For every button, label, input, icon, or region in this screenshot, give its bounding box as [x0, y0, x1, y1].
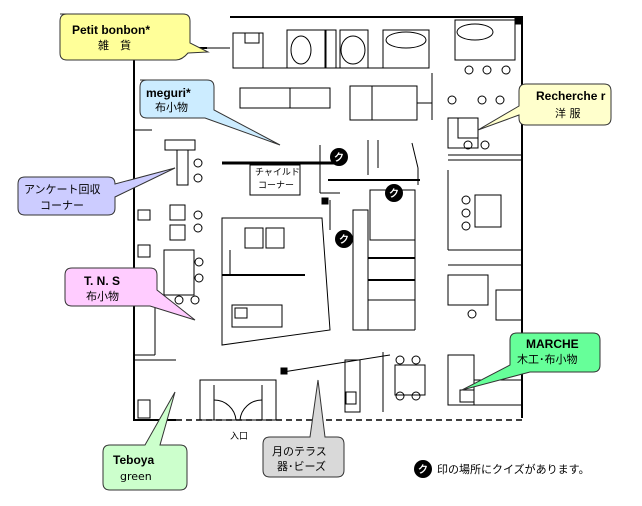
floor-plan: [133, 16, 523, 421]
callout-petit-bonbon-sub: 雑 貨: [98, 38, 131, 52]
quiz-marker-glyph: ク: [334, 152, 344, 164]
quiz-marker-1: ク: [330, 148, 348, 166]
callout-anketo-sub: コーナー: [40, 199, 84, 212]
quiz-marker-2: ク: [385, 184, 403, 202]
quiz-marker-glyph: ク: [339, 234, 349, 246]
quiz-legend: ク 印の場所にクイズがあります。: [414, 460, 590, 478]
callout-tns-sub: 布小物: [86, 289, 119, 303]
callout-teboya: Teboya green: [102, 391, 188, 491]
callout-anketo-title: アンケート回収: [24, 183, 101, 196]
callout-tns: T. N. S 布小物: [64, 267, 196, 321]
callout-petit-bonbon: Petit bonbon* 雑 貨: [59, 13, 210, 61]
child-corner-label-1: チャイルド: [255, 167, 300, 178]
callout-recherche-sub: 洋 服: [555, 106, 581, 120]
entrance-label: 入口: [230, 431, 248, 442]
callout-marche-sub: 木工･布小物: [517, 352, 578, 366]
child-corner-label-2: コーナー: [258, 180, 294, 191]
callout-anketo: アンケート回収 コーナー: [17, 167, 176, 216]
callout-meguri: meguri* 布小物: [139, 79, 281, 146]
callout-tns-title: T. N. S: [84, 274, 120, 288]
callout-recherche-title: Recherche r: [536, 89, 606, 103]
legend-quiz-glyph: ク: [418, 464, 428, 476]
callout-marche: MARCHE 木工･布小物: [461, 332, 601, 391]
callout-marche-title: MARCHE: [526, 337, 579, 351]
callout-teboya-title: Teboya: [113, 453, 154, 467]
callout-meguri-sub: 布小物: [155, 100, 188, 114]
legend-text: 印の場所にクイズがあります。: [437, 462, 590, 476]
quiz-marker-glyph: ク: [389, 188, 399, 200]
callout-meguri-title: meguri*: [146, 86, 191, 100]
callout-tsuki-title: 月のテラス: [272, 445, 327, 458]
callout-tsuki: 月のテラス 器･ビーズ: [262, 379, 345, 478]
callout-petit-bonbon-title: Petit bonbon*: [72, 23, 150, 37]
callout-teboya-sub: green: [120, 470, 152, 483]
quiz-marker-3: ク: [335, 230, 353, 248]
callout-tsuki-sub: 器･ビーズ: [277, 459, 326, 473]
callout-recherche: Recherche r 洋 服: [477, 83, 612, 131]
